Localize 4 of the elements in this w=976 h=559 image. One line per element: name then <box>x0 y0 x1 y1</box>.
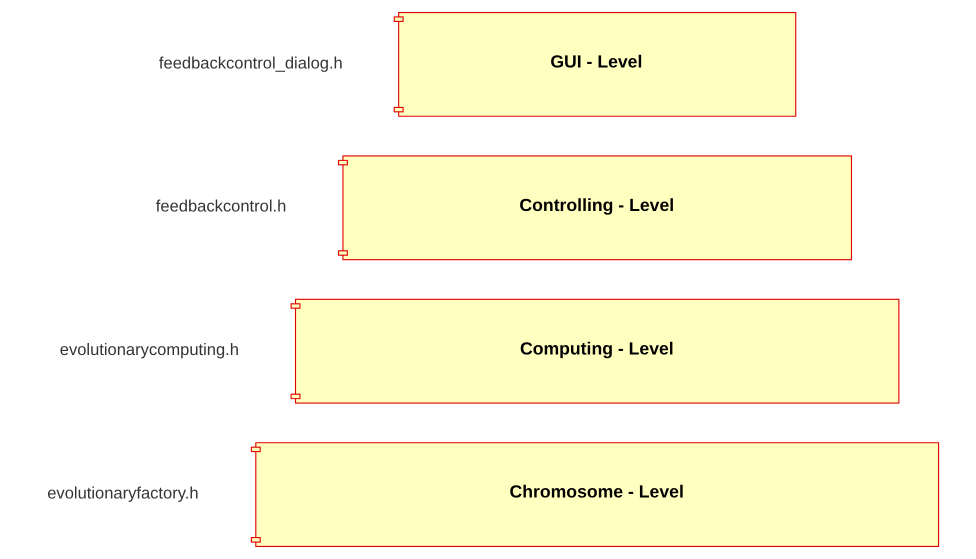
node-label: feedbackcontrol_dialog.h <box>158 53 343 72</box>
node-label: evolutionaryfactory.h <box>47 483 199 502</box>
node-label: feedbackcontrol.h <box>156 196 286 216</box>
node-label: evolutionarycomputing.h <box>60 340 239 360</box>
